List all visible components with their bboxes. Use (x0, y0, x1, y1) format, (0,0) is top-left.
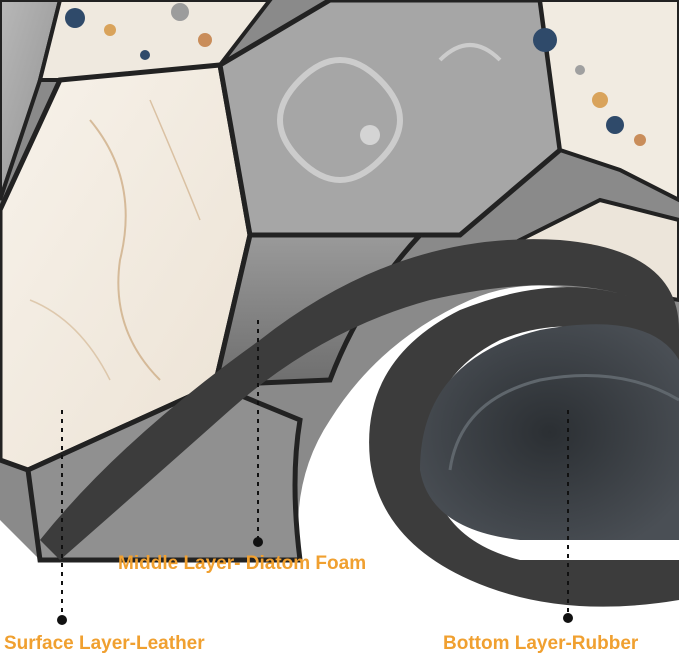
label-middle-layer: Middle Layer- Diatom Foam (118, 553, 367, 574)
label-surface-layer: Surface Layer-Leather (4, 633, 205, 654)
label-bottom-layer: Bottom Layer-Rubber (443, 633, 639, 654)
pointer-dot-bottom (563, 613, 573, 623)
pointer-dot-surface (57, 615, 67, 625)
tile-terrazzo-right (537, 0, 679, 203)
pointer-lines (57, 320, 573, 625)
pointer-dot-middle (253, 537, 263, 547)
rolled-mat (40, 239, 679, 607)
